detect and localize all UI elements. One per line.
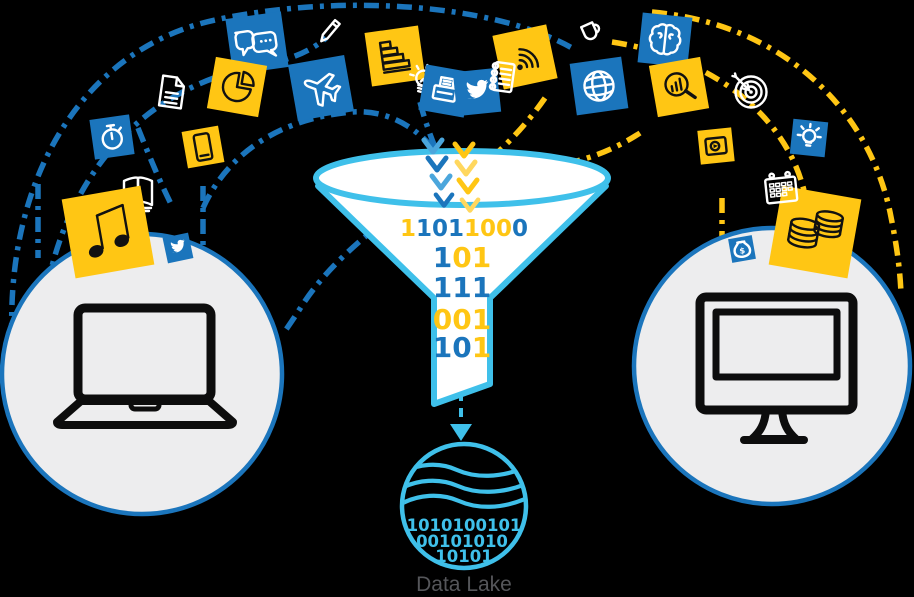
blue-arc-outer-left: [8, 2, 574, 339]
yellow-chevron-arrow: [452, 141, 476, 159]
source-icon-tiles: $: [61, 11, 862, 279]
idea-bulb-icon: [796, 122, 822, 147]
pencil-icon: [320, 18, 341, 43]
laptop-icon: [53, 303, 237, 429]
stopwatch-square: [89, 114, 135, 160]
smartphone-square: [181, 125, 225, 169]
funnel-binary: 11011000 101 111 001 101: [400, 216, 528, 364]
video-player-icon: [704, 135, 728, 157]
brain-icon: [648, 23, 682, 56]
funnel-binary-row: 111: [433, 271, 491, 304]
money-bag-symbol: $: [739, 246, 746, 256]
data-lake-label: Data Lake: [416, 573, 512, 596]
globe-square: [569, 56, 629, 116]
yellow-arc-mid-right: [611, 39, 812, 221]
water-waves-icon: [404, 462, 524, 509]
coffee-cup-icon: [580, 21, 601, 41]
video-player-square: [697, 127, 735, 165]
blue-chevron-arrow: [425, 155, 449, 173]
money-bag-square: $: [728, 235, 756, 263]
laptop-circle: [0, 231, 285, 517]
pie-chart-icon: [221, 70, 255, 103]
idea-bulb-square: [789, 118, 829, 158]
data-lake: 1010100101 00101010 10101 Data Lake: [399, 392, 529, 596]
blue-chevron-arrow: [421, 137, 445, 155]
brain-square: [637, 12, 693, 68]
twitter-bird-small-square: [162, 232, 194, 264]
data-lake-circle: [399, 441, 529, 571]
music-note-square: [61, 185, 155, 279]
yellow-chevron-arrow: [454, 159, 478, 177]
stopwatch-icon: [101, 123, 123, 150]
lake-binary-row: 1010100101: [407, 516, 522, 535]
coin-stacks-square: [768, 185, 862, 279]
globe-icon: [583, 70, 615, 102]
source-circle-monitor: [631, 225, 913, 507]
funnel-binary-row: 101: [433, 331, 491, 364]
blue-chevron-arrow: [433, 192, 455, 208]
yellow-chevron-arrow: [456, 177, 480, 195]
source-circle-laptop: [0, 231, 285, 517]
funnel-binary-row: 001: [433, 303, 491, 336]
coin-stacks-icon: [787, 210, 844, 249]
target-arrow-icon: [731, 72, 768, 109]
data-lake-binary: 1010100101 00101010 10101: [407, 516, 522, 566]
twitter-bird-icon: [466, 79, 489, 99]
money-bag-icon: $: [733, 240, 752, 259]
monitor-circle: [631, 225, 913, 507]
airplane-square: [287, 54, 355, 122]
blue-trail-stopwatch: [135, 126, 175, 208]
funnel-inflow-arrows: [421, 137, 481, 213]
music-note-icon: [88, 203, 130, 258]
bar-chart-square: [364, 25, 426, 87]
lake-binary-row: 00101010: [416, 532, 508, 551]
search-analytics-square: [648, 56, 710, 118]
lake-binary-row: 10101: [435, 547, 492, 566]
calendar-icon: [764, 170, 799, 205]
twitter-bird-square: [452, 67, 502, 117]
wifi-signal-icon: [517, 48, 540, 71]
search-analytics-icon: [664, 72, 697, 100]
desktop-monitor-icon: [695, 292, 858, 444]
yellow-chevron-arrow: [459, 197, 481, 213]
document-icon: [157, 74, 186, 110]
funnel-mouth: [313, 148, 611, 208]
pie-chart-square: [206, 56, 268, 118]
yellow-arc-outer-right: [651, 9, 904, 294]
arrow-head: [450, 424, 472, 441]
blue-chevron-arrow: [429, 173, 453, 191]
twitter-bird-small-icon: [170, 239, 185, 253]
funnel-binary-row: 101: [433, 241, 491, 274]
funnel-binary-row: 11011000: [400, 216, 528, 242]
wifi-signal-square: [492, 24, 558, 90]
funnel: [313, 148, 611, 407]
bar-chart-icon: [378, 40, 412, 74]
airplane-icon: [303, 72, 342, 107]
spiral-notebook-icon: [488, 60, 516, 94]
blue-arc-mid-left: [37, 35, 328, 353]
speech-bubbles-square: [225, 11, 289, 75]
speech-bubbles-icon: [234, 30, 278, 57]
smartphone-icon: [192, 132, 214, 162]
